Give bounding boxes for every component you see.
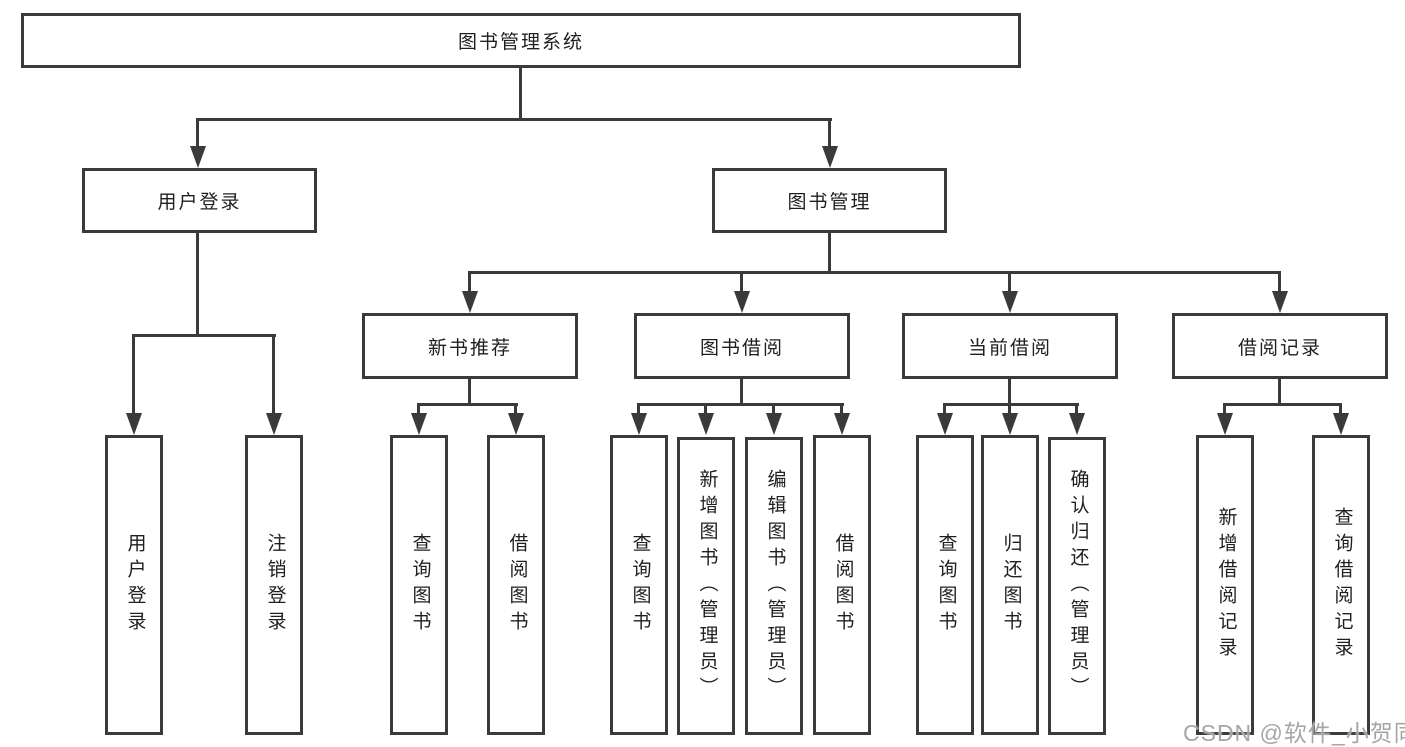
node-library-management-system: 图书管理系统 [21, 13, 1021, 68]
leaf-logout: 注销登录 [245, 435, 303, 735]
connector-line [704, 403, 707, 416]
arrowhead [462, 291, 478, 313]
connector-line [519, 68, 522, 119]
leaf-edit-books-admin: 编辑图书（管理员） [745, 437, 803, 735]
arrowhead [1069, 413, 1085, 435]
connector-line [772, 403, 775, 416]
leaf-confirm-return-admin: 确认归还（管理员） [1048, 437, 1106, 735]
node-borrowing-records: 借阅记录 [1172, 313, 1388, 379]
node-book-borrowing: 图书借阅 [634, 313, 850, 379]
arrowhead [411, 413, 427, 435]
leaf-return-books: 归还图书 [981, 435, 1039, 735]
connector-line [637, 403, 640, 416]
arrowhead [1217, 413, 1233, 435]
connector-line [468, 271, 1281, 274]
leaf-user-login: 用户登录 [105, 435, 163, 735]
connector-line [132, 334, 276, 337]
arrowhead [190, 146, 206, 168]
node-current-borrowing: 当前借阅 [902, 313, 1118, 379]
arrowhead [822, 146, 838, 168]
connector-line [1339, 403, 1342, 416]
connector-line [828, 118, 831, 149]
connector-line [828, 233, 831, 274]
arrowhead [1333, 413, 1349, 435]
connector-line [637, 403, 844, 406]
connector-line [1075, 403, 1078, 416]
arrowhead [631, 413, 647, 435]
connector-line [943, 403, 1079, 406]
connector-line [1008, 271, 1011, 293]
leaf-query-books: 查询图书 [610, 435, 668, 735]
node-user-login: 用户登录 [82, 168, 317, 233]
connector-line [417, 403, 420, 416]
leaf-query-borrow-record: 查询借阅记录 [1312, 435, 1370, 735]
leaf-borrow-books: 借阅图书 [487, 435, 545, 735]
connector-line [272, 334, 275, 416]
watermark: CSDN @软件_小贺同学 [1183, 720, 1405, 746]
arrowhead [937, 413, 953, 435]
connector-line [196, 233, 199, 336]
arrowhead [508, 413, 524, 435]
arrowhead [766, 413, 782, 435]
connector-line [196, 118, 832, 121]
arrowhead [266, 413, 282, 435]
connector-line [417, 403, 518, 406]
leaf-borrow-books: 借阅图书 [813, 435, 871, 735]
connector-line [132, 334, 135, 416]
connector-line [740, 379, 743, 406]
connector-line [1008, 379, 1011, 406]
arrowhead [126, 413, 142, 435]
connector-line [514, 403, 517, 416]
connector-line [943, 403, 946, 416]
connector-line [468, 271, 471, 293]
connector-line [840, 403, 843, 416]
leaf-query-books: 查询图书 [390, 435, 448, 735]
arrowhead [1002, 291, 1018, 313]
arrowhead [734, 291, 750, 313]
leaf-add-borrow-record: 新增借阅记录 [1196, 435, 1254, 735]
connector-line [1008, 403, 1011, 416]
connector-line [1278, 271, 1281, 293]
connector-line [1223, 403, 1226, 416]
connector-line [1223, 403, 1341, 406]
arrowhead [698, 413, 714, 435]
leaf-query-books: 查询图书 [916, 435, 974, 735]
connector-line [468, 379, 471, 406]
arrowhead [1002, 413, 1018, 435]
connector-line [1278, 379, 1281, 406]
arrowhead [834, 413, 850, 435]
connector-line [196, 118, 199, 149]
leaf-add-books-admin: 新增图书（管理员） [677, 437, 735, 735]
connector-line [740, 271, 743, 293]
arrowhead [1272, 291, 1288, 313]
node-book-management: 图书管理 [712, 168, 947, 233]
node-new-book-recommendation: 新书推荐 [362, 313, 578, 379]
